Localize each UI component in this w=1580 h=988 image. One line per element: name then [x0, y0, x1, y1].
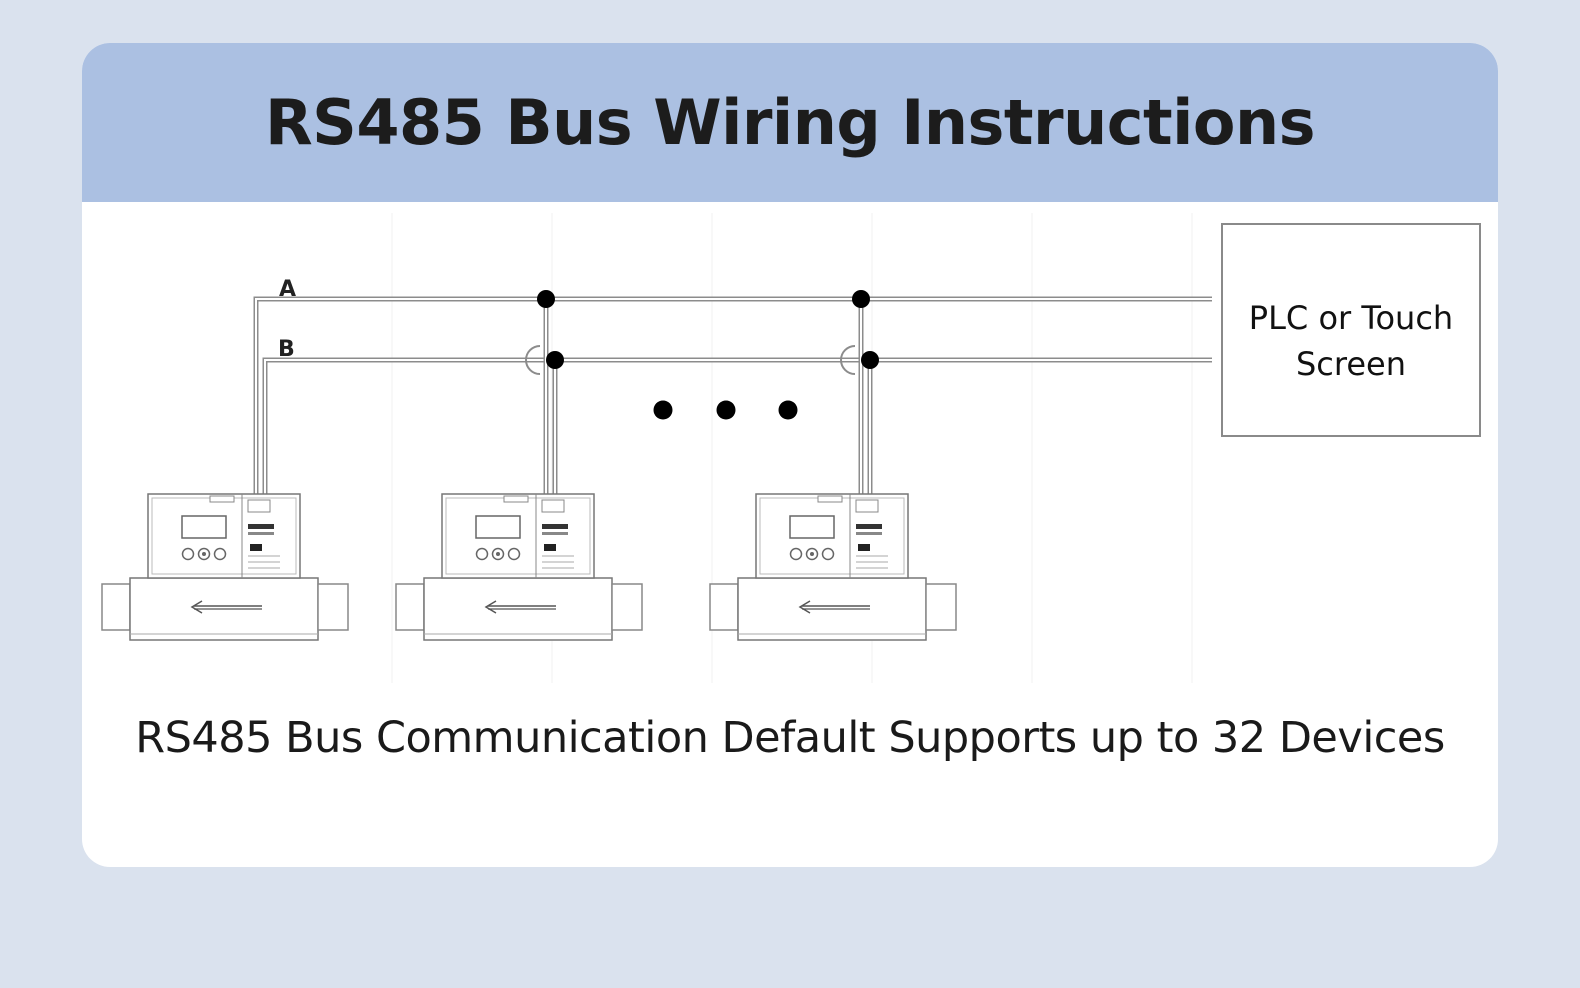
junction-dot: [852, 290, 870, 308]
bus-line-a: [253, 296, 1212, 494]
device-2-drops: [525, 299, 558, 494]
flow-meter-icon: [709, 493, 957, 641]
caption-text: RS485 Bus Communication Default Supports…: [135, 713, 1445, 763]
junction-dot: [537, 290, 555, 308]
ellipsis-dots-icon: [653, 400, 798, 420]
card-header: RS485 Bus Wiring Instructions: [82, 43, 1498, 202]
controller-label-line1: PLC or Touch: [1249, 299, 1453, 337]
controller-label-line2: Screen: [1296, 345, 1406, 383]
device-3-drops: [840, 299, 873, 494]
plc-touch-screen-box: PLC or Touch Screen: [1221, 223, 1481, 437]
junction-dot: [861, 351, 879, 369]
flow-meter-icon: [395, 493, 643, 641]
wiring-card: RS485 Bus Wiring Instructions: [82, 43, 1498, 867]
rs485-wiring-diagram: A B PLC: [101, 213, 1481, 683]
junction-dot: [546, 351, 564, 369]
bus-line-b: [262, 357, 1212, 494]
line-a-label: A: [279, 277, 296, 302]
line-b-label: B: [278, 337, 295, 362]
flow-meter-icon: [101, 493, 349, 641]
page-title: RS485 Bus Wiring Instructions: [264, 86, 1316, 159]
